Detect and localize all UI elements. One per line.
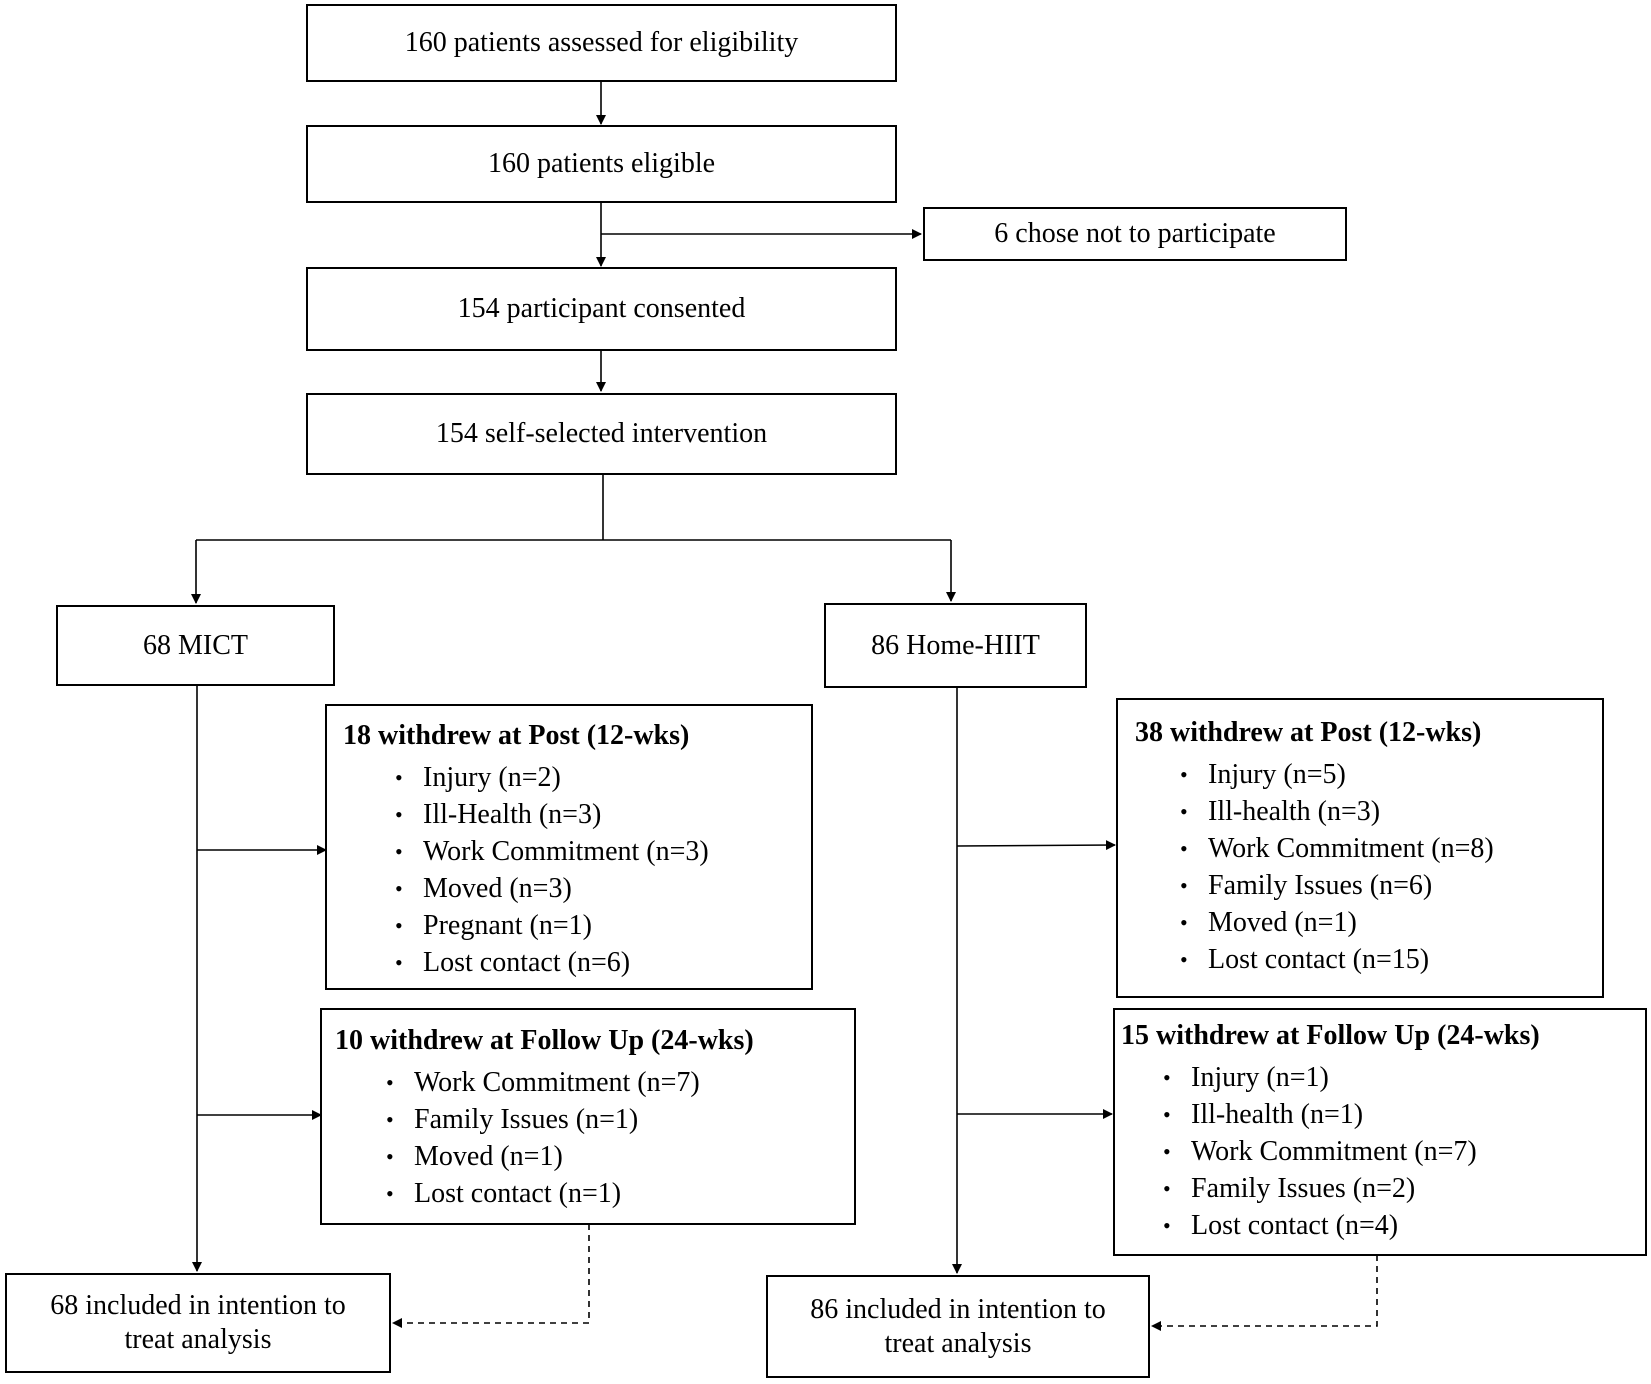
assessed-text: 160 patients assessed for eligibility xyxy=(404,27,799,58)
hiit-post-heading: 38 withdrew at Post (12-wks) xyxy=(1135,717,1482,748)
consented-box: 154 participant consented xyxy=(306,267,897,351)
hiit-itt-box: 86 included in intention to treat analys… xyxy=(766,1275,1150,1378)
mict-arm-box: 68 MICT xyxy=(56,605,335,686)
list-item: Lost contact (n=1) xyxy=(386,1175,700,1212)
list-item: Work Commitment (n=7) xyxy=(386,1064,700,1101)
mict-post-heading: 18 withdrew at Post (12-wks) xyxy=(343,720,690,751)
list-item: Injury (n=2) xyxy=(395,759,709,796)
mict-itt-box: 68 included in intention to treat analys… xyxy=(5,1273,391,1373)
list-item: Family Issues (n=2) xyxy=(1163,1170,1477,1207)
dashed-mict-followup-to-itt xyxy=(392,1224,590,1328)
list-item: Work Commitment (n=3) xyxy=(395,833,709,870)
hiit-arm-text: 86 Home-HIIT xyxy=(871,629,1040,661)
list-item: Injury (n=5) xyxy=(1180,756,1494,793)
list-item: Pregnant (n=1) xyxy=(395,907,709,944)
list-item: Lost contact (n=4) xyxy=(1163,1207,1477,1244)
list-item: Moved (n=3) xyxy=(395,870,709,907)
list-item: Family Issues (n=1) xyxy=(386,1101,700,1138)
consented-text: 154 participant consented xyxy=(457,293,746,324)
hiit-itt-line2: treat analysis xyxy=(884,1327,1032,1359)
list-item: Injury (n=1) xyxy=(1163,1059,1477,1096)
mict-arm-text: 68 MICT xyxy=(143,629,248,661)
mict-followup-reasons: Work Commitment (n=7) Family Issues (n=1… xyxy=(386,1064,700,1212)
selected-text: 154 self-selected intervention xyxy=(435,418,768,449)
list-item: Ill-health (n=3) xyxy=(1180,793,1494,830)
hiit-post-reasons: Injury (n=5) Ill-health (n=3) Work Commi… xyxy=(1180,756,1494,978)
hiit-followup-heading: 15 withdrew at Follow Up (24-wks) xyxy=(1121,1020,1540,1051)
list-item: Ill-health (n=1) xyxy=(1163,1096,1477,1133)
hiit-post-withdrawal-box: 38 withdrew at Post (12-wks) Injury (n=5… xyxy=(1116,698,1604,998)
selected-box: 154 self-selected intervention xyxy=(306,393,897,475)
arrow-hiit-post xyxy=(956,840,1116,851)
list-item: Lost contact (n=6) xyxy=(395,944,709,981)
mict-post-withdrawal-box: 18 withdrew at Post (12-wks) Injury (n=2… xyxy=(325,704,813,990)
list-item: Family Issues (n=6) xyxy=(1180,867,1494,904)
list-item: Lost contact (n=15) xyxy=(1180,941,1494,978)
list-item: Work Commitment (n=8) xyxy=(1180,830,1494,867)
hiit-itt-line1: 86 included in intention to xyxy=(810,1293,1106,1325)
list-item: Moved (n=1) xyxy=(1180,904,1494,941)
assessed-box: 160 patients assessed for eligibility xyxy=(306,4,897,82)
dashed-hiit-followup-to-itt xyxy=(1151,1255,1378,1331)
mict-followup-heading: 10 withdrew at Follow Up (24-wks) xyxy=(335,1025,754,1056)
hiit-followup-reasons: Injury (n=1) Ill-health (n=1) Work Commi… xyxy=(1163,1059,1477,1244)
eligible-text: 160 patients eligible xyxy=(487,148,716,179)
mict-itt-line2: treat analysis xyxy=(124,1324,272,1355)
eligible-box: 160 patients eligible xyxy=(306,125,897,203)
declined-text: 6 chose not to participate xyxy=(994,218,1276,249)
mict-post-reasons: Injury (n=2) Ill-Health (n=3) Work Commi… xyxy=(395,759,709,981)
declined-box: 6 chose not to participate xyxy=(923,207,1347,261)
hiit-arm-box: 86 Home-HIIT xyxy=(824,603,1087,688)
list-item: Moved (n=1) xyxy=(386,1138,700,1175)
list-item: Ill-Health (n=3) xyxy=(395,796,709,833)
mict-followup-withdrawal-box: 10 withdrew at Follow Up (24-wks) Work C… xyxy=(320,1008,856,1225)
mict-itt-line1: 68 included in intention to xyxy=(50,1290,346,1321)
list-item: Work Commitment (n=7) xyxy=(1163,1133,1477,1170)
hiit-followup-withdrawal-box: 15 withdrew at Follow Up (24-wks) Injury… xyxy=(1113,1008,1647,1256)
